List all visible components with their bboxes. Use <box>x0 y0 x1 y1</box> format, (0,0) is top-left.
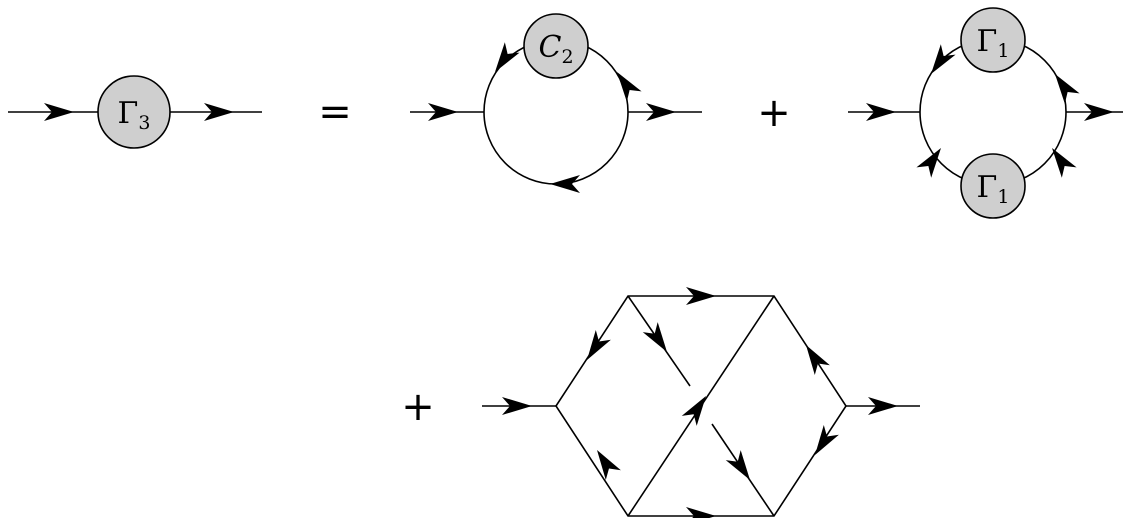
term2-loop-arrow-upper-right <box>1055 74 1080 104</box>
term3-arrow-upper-right <box>806 345 830 376</box>
term2-incoming-arrow <box>866 103 896 121</box>
term2-loop-arrow-lower-right <box>1052 148 1077 178</box>
term3-arrow-broken-lower <box>725 450 750 480</box>
term2-outgoing-arrow <box>1084 103 1114 121</box>
term3-arrow-lower-left <box>597 450 621 481</box>
term3-diagram <box>482 287 920 518</box>
term2-bottom-gamma1-blob <box>960 153 1026 219</box>
term1-outgoing-arrow <box>646 103 676 121</box>
lhs-blob-label: Γ3 <box>118 96 151 134</box>
term1-c2-blob <box>523 13 589 79</box>
term1-loop-arrow-right <box>617 72 642 102</box>
term2-loop-arrow-lower-left <box>916 148 941 178</box>
plus-sign-1: + <box>757 90 791 136</box>
lhs-outgoing-arrow <box>204 103 234 121</box>
term2-diagram: Γ1 Γ1 <box>848 7 1123 219</box>
lhs-diagram: Γ3 <box>8 75 262 149</box>
term3-arrow-lower-right <box>815 424 839 455</box>
term1-loop-arrow-left <box>495 42 520 72</box>
term3-incoming-arrow <box>502 397 532 415</box>
term2-top-gamma1-blob <box>960 7 1026 73</box>
equals-sign: = <box>318 89 352 135</box>
plus-sign-2: + <box>401 384 435 430</box>
term3-arrow-diagonal-full <box>681 396 706 426</box>
term1-diagram: C2 <box>410 13 702 193</box>
term3-arrow-upper-left <box>587 329 611 360</box>
term3-arrow-bottom <box>686 507 716 518</box>
term1-incoming-arrow <box>428 103 458 121</box>
term3-arrow-broken-upper <box>642 322 667 352</box>
term1-loop-arrow-bottom <box>550 175 580 193</box>
term2-loop-arrow-upper-left <box>931 44 956 74</box>
term1-blob-label: C2 <box>538 30 573 68</box>
term3-arrow-top <box>686 287 716 305</box>
term3-outgoing-arrow <box>868 397 898 415</box>
term2-bottom-blob-label: Γ1 <box>977 170 1010 208</box>
lhs-incoming-arrow <box>44 103 74 121</box>
lhs-gamma3-blob <box>97 75 171 149</box>
term2-top-blob-label: Γ1 <box>977 24 1010 62</box>
